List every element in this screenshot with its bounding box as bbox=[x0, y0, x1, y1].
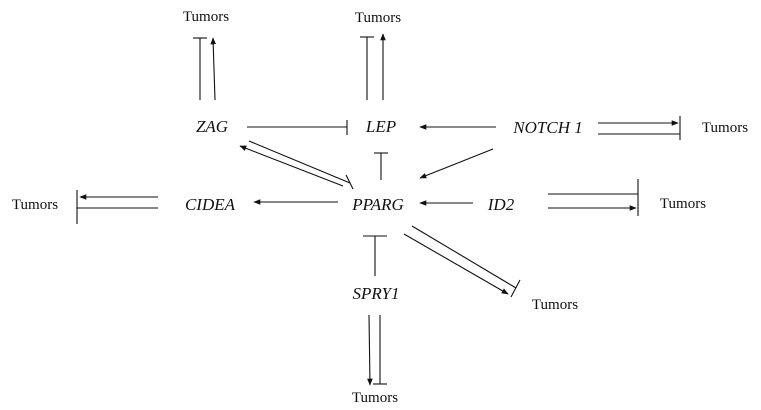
edge-pparg-tumors-activate bbox=[403, 233, 509, 295]
tumors-label-cidea: Tumors bbox=[12, 197, 58, 213]
tumors-label-notch1: Tumors bbox=[702, 120, 748, 136]
edge-cidea-tumors-inhibit bbox=[76, 190, 158, 224]
edge-zag-lep-inhibit bbox=[247, 120, 348, 135]
node-pparg: PPARG bbox=[351, 195, 404, 214]
edge-pparg-tumors-inhibit bbox=[411, 225, 521, 298]
node-spry1: SPRY1 bbox=[353, 284, 400, 303]
edge-zag-tumors-inhibit bbox=[193, 37, 207, 100]
edge-spry1-tumors-activate bbox=[367, 314, 373, 386]
tumors-label-id2: Tumors bbox=[660, 196, 706, 212]
node-zag: ZAG bbox=[196, 117, 228, 136]
node-notch1: NOTCH 1 bbox=[512, 118, 582, 137]
edge-spry1-pparg-inhibit bbox=[363, 235, 387, 276]
edge-notch1-pparg-activate bbox=[419, 148, 494, 179]
edge-zag-tumors-activate bbox=[210, 37, 217, 101]
edge-zag-pparg-inhibit bbox=[248, 140, 354, 190]
tumors-label-lep: Tumors bbox=[355, 10, 401, 26]
edge-pparg-zag-activate bbox=[239, 145, 344, 187]
tumors-label-pparg: Tumors bbox=[532, 297, 578, 313]
edge-pparg-lep-inhibit bbox=[374, 152, 388, 180]
node-id2: ID2 bbox=[487, 195, 515, 214]
edge-notch1-tumors-inhibit bbox=[598, 116, 681, 140]
node-lep: LEP bbox=[365, 117, 396, 136]
node-cidea: CIDEA bbox=[185, 195, 236, 214]
edge-id2-tumors-inhibit bbox=[548, 179, 639, 216]
edge-spry1-tumors-inhibit bbox=[373, 315, 387, 385]
edge-lep-tumors-inhibit bbox=[360, 36, 374, 100]
tumors-label-zag: Tumors bbox=[183, 9, 229, 25]
tumors-label-spry1: Tumors bbox=[352, 390, 398, 406]
